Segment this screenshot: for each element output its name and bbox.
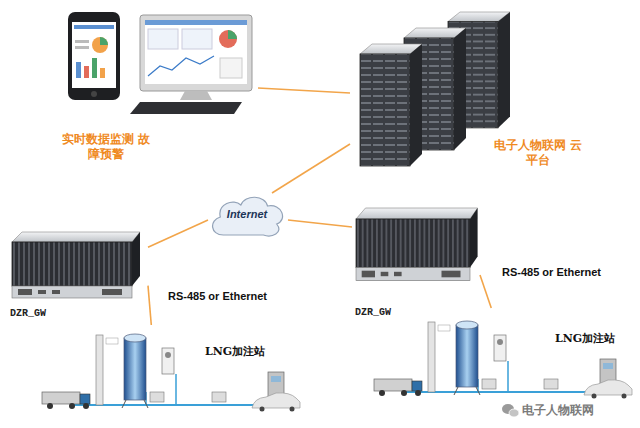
network-link xyxy=(480,275,491,308)
phone-icon xyxy=(68,12,120,100)
lng-station-label: LNG加注站 xyxy=(205,345,295,359)
lng-station-label: LNG加注站 xyxy=(555,332,635,346)
gateway-label: DZR_GW xyxy=(355,307,435,320)
network-link xyxy=(272,144,350,193)
monitor-terminal-label: 实时数据监测 故障预警 xyxy=(60,132,152,162)
gateway-device xyxy=(12,232,140,298)
monitor-terminal: 实时数据监测 故障预警 xyxy=(60,8,258,168)
gateway: DZR_GW xyxy=(8,228,148,324)
cloud-platform: 电子人物联网 云平台 xyxy=(350,8,600,178)
gateway-label: DZR_GW xyxy=(10,308,90,321)
network-link xyxy=(258,88,350,93)
cloud-platform-label: 电子人物联网 云平台 xyxy=(490,138,586,168)
monitor-icon xyxy=(130,15,252,114)
lng-station: LNG加注站 xyxy=(40,325,305,423)
lng-station-illustration xyxy=(42,334,300,412)
link-label: RS-485 or Ethernet xyxy=(500,266,603,278)
network-link xyxy=(148,286,151,325)
internet-cloud-label: Internet xyxy=(208,208,286,222)
internet-cloud: Internet xyxy=(208,193,288,238)
link-label: RS-485 or Ethernet xyxy=(166,290,269,302)
lng-station: LNG加注站 xyxy=(372,308,637,420)
gateway-device xyxy=(356,208,478,281)
network-link xyxy=(148,220,208,247)
server-racks xyxy=(360,12,510,166)
network-link xyxy=(288,220,352,227)
wechat-icon xyxy=(502,404,519,417)
gateway: DZR_GW xyxy=(352,203,480,323)
watermark: 电子人物联网 xyxy=(520,402,596,419)
